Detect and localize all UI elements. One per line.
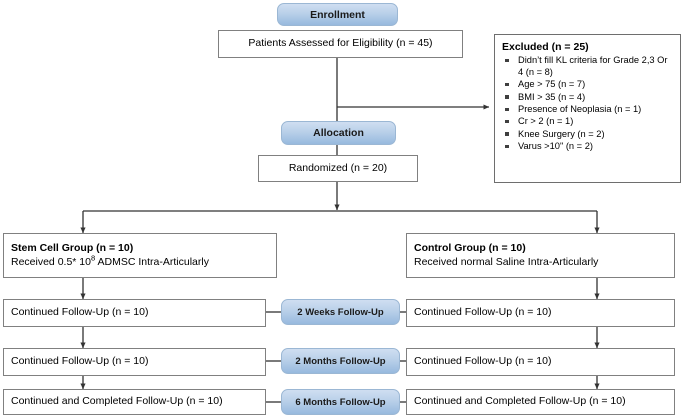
excluded-reason-list: Didn’t fill KL criteria for Grade 2,3 Or… <box>502 55 673 153</box>
detail-exponent: 8 <box>90 253 96 262</box>
box-followup-left-2-months: Continued Follow-Up (n = 10) <box>3 348 266 376</box>
bullet-icon <box>505 144 509 149</box>
excluded-reason-text: BMI > 35 (n = 4) <box>518 91 586 102</box>
bullet-icon <box>505 95 509 99</box>
excluded-title: Excluded (n = 25) <box>502 41 589 53</box>
eligibility-text: Patients Assessed for Eligibility (n = 4… <box>248 37 433 50</box>
list-item: Age > 75 (n = 7) <box>502 79 673 91</box>
box-followup-right-6-months: Continued and Completed Follow-Up (n = 1… <box>406 389 675 415</box>
followup-right-text: Continued Follow-Up (n = 10) <box>414 306 552 319</box>
list-item: Knee Surgery (n = 2) <box>502 129 673 141</box>
followup-period-6-months: 6 Months Follow-Up <box>281 389 400 415</box>
box-control-group: Control Group (n = 10) Received normal S… <box>406 233 675 278</box>
stem-cell-group-title: Stem Cell Group (n = 10) <box>11 242 134 255</box>
followup-right-text: Continued Follow-Up (n = 10) <box>414 355 552 368</box>
box-followup-right-2-weeks: Continued Follow-Up (n = 10) <box>406 299 675 327</box>
list-item: Didn’t fill KL criteria for Grade 2,3 Or… <box>502 55 673 79</box>
excluded-reason-text: Didn’t fill KL criteria for Grade 2,3 Or… <box>518 55 668 77</box>
box-stem-cell-group: Stem Cell Group (n = 10) Received 0.5* 1… <box>3 233 277 278</box>
randomized-text: Randomized (n = 20) <box>288 161 388 174</box>
list-item: Cr > 2 (n = 1) <box>502 116 673 128</box>
followup-right-text: Continued and Completed Follow-Up (n = 1… <box>414 395 626 408</box>
detail-prefix: Received 0.5* 10 <box>11 255 91 268</box>
followup-left-text: Continued and Completed Follow-Up (n = 1… <box>11 395 223 408</box>
box-randomized: Randomized (n = 20) <box>258 155 418 182</box>
control-group-title: Control Group (n = 10) <box>414 242 526 255</box>
stem-cell-group-detail: Received 0.5* 108 ADMSC Intra-Articularl… <box>4 253 276 269</box>
bullet-icon <box>505 132 509 136</box>
detail-suffix: ADMSC Intra-Articularly <box>95 255 209 268</box>
followup-left-text: Continued Follow-Up (n = 10) <box>11 355 149 368</box>
box-excluded: Excluded (n = 25) Didn’t fill KL criteri… <box>494 34 681 183</box>
bullet-icon <box>505 119 509 124</box>
bullet-icon <box>505 82 509 87</box>
list-item: Presence of Neoplasia (n = 1) <box>502 104 673 116</box>
excluded-reason-text: Cr > 2 (n = 1) <box>518 116 574 127</box>
list-item: Varus >10ʺ (n = 2) <box>502 141 673 153</box>
stage-label-allocation: Allocation <box>281 121 396 145</box>
bullet-icon <box>505 58 509 62</box>
control-group-detail: Received normal Saline Intra-Articularly <box>414 255 599 268</box>
box-followup-right-2-months: Continued Follow-Up (n = 10) <box>406 348 675 376</box>
box-eligibility: Patients Assessed for Eligibility (n = 4… <box>218 30 463 58</box>
bullet-icon <box>505 107 509 112</box>
box-followup-left-6-months: Continued and Completed Follow-Up (n = 1… <box>3 389 266 415</box>
excluded-reason-text: Knee Surgery (n = 2) <box>518 128 605 139</box>
excluded-reason-text: Age > 75 (n = 7) <box>518 79 586 90</box>
stage-label-enrollment: Enrollment <box>277 3 398 26</box>
box-followup-left-2-weeks: Continued Follow-Up (n = 10) <box>3 299 266 327</box>
followup-left-text: Continued Follow-Up (n = 10) <box>11 306 149 319</box>
excluded-reason-text: Presence of Neoplasia (n = 1) <box>518 104 642 115</box>
followup-period-2-months: 2 Months Follow-Up <box>281 348 400 374</box>
list-item: BMI > 35 (n = 4) <box>502 92 673 104</box>
followup-period-2-weeks: 2 Weeks Follow-Up <box>281 299 400 325</box>
excluded-reason-text: Varus >10ʺ (n = 2) <box>518 141 593 152</box>
